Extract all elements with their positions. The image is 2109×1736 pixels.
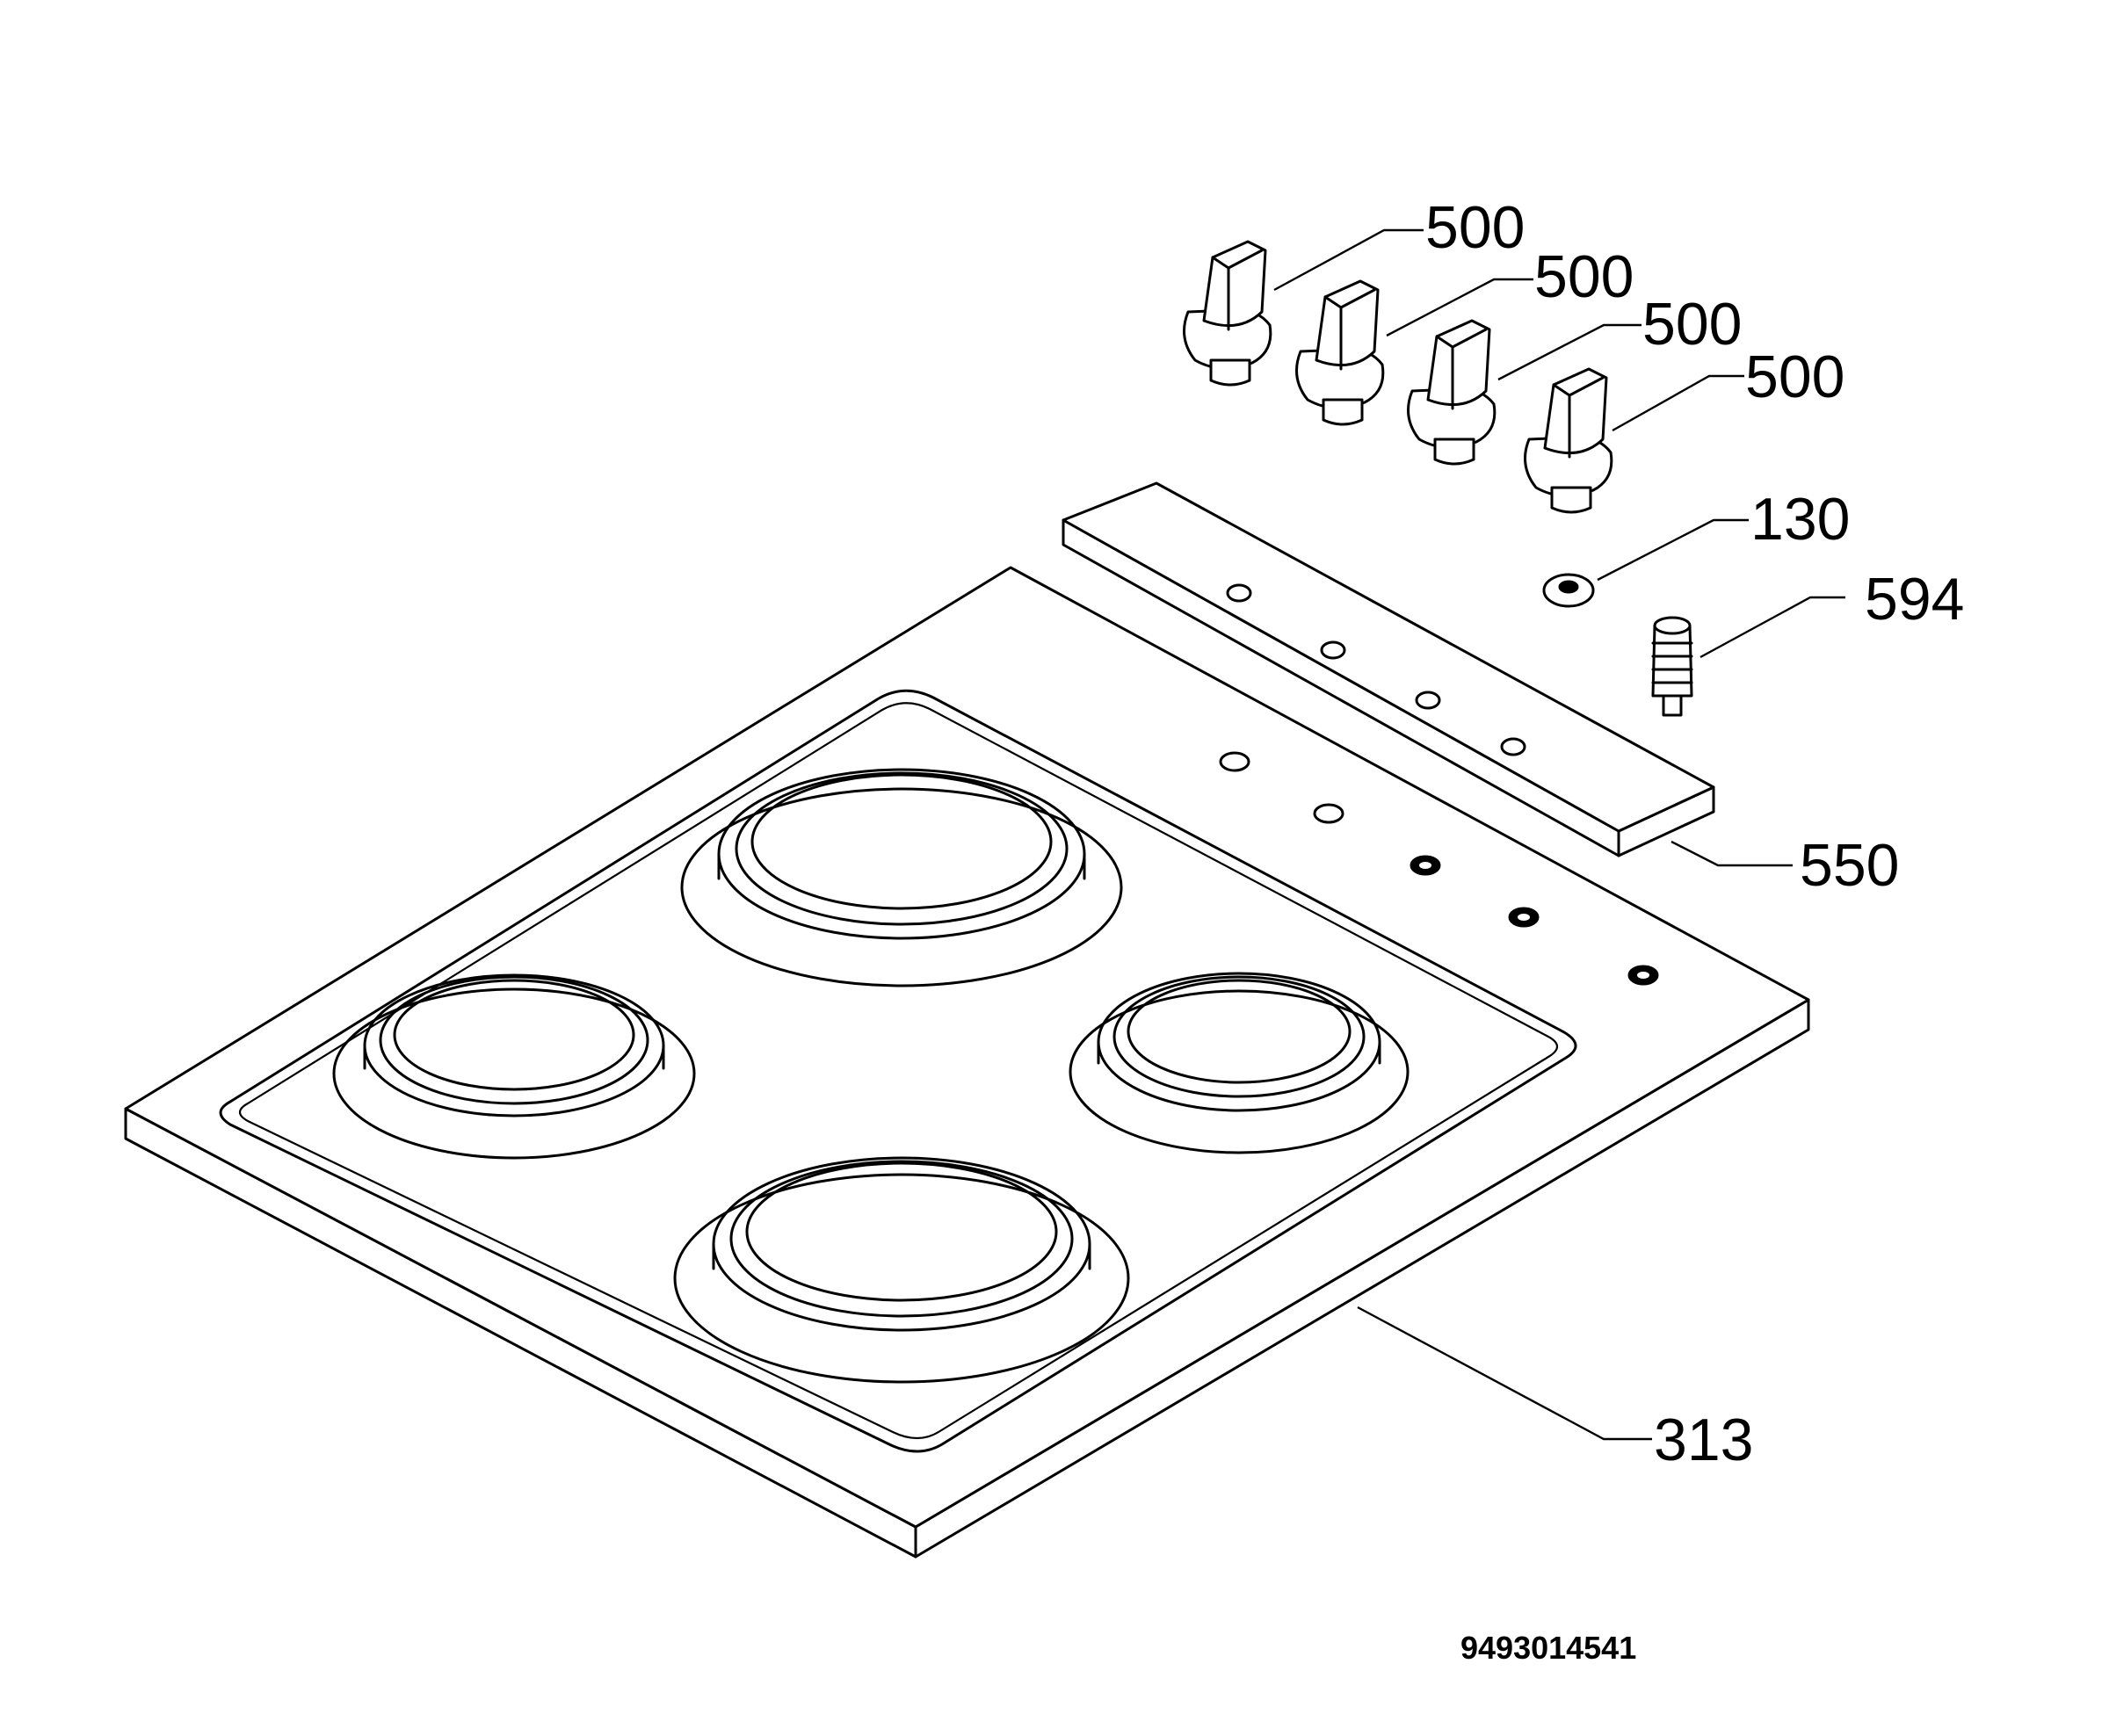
hob-control-holes	[1219, 751, 1659, 986]
control-knob-1	[1183, 240, 1272, 387]
washer	[1542, 573, 1595, 608]
leader-lines	[1273, 228, 1845, 1441]
control-knob-4	[1524, 367, 1613, 514]
hotplate-left	[332, 973, 696, 1160]
callout-knob-3: 500	[1642, 291, 1742, 358]
callout-igniter: 594	[1865, 566, 1964, 633]
igniter	[1651, 616, 1693, 717]
control-knob-3	[1407, 319, 1497, 466]
callout-control-panel: 550	[1800, 832, 1899, 899]
control-panel-strip	[1062, 481, 1715, 857]
callout-washer: 130	[1750, 486, 1850, 553]
callout-hob-top: 313	[1654, 1407, 1753, 1473]
document-number: 9493014541	[1460, 1630, 1636, 1666]
callout-knob-4: 500	[1745, 344, 1844, 410]
hob-top-plate	[124, 566, 1810, 1559]
hotplate-right	[1069, 972, 1410, 1154]
callout-knob-2: 500	[1534, 243, 1634, 310]
callout-knob-1: 500	[1425, 194, 1525, 261]
control-knob-2	[1295, 279, 1385, 426]
hotplate-front-large	[673, 1156, 1130, 1384]
hotplate-rear-large	[680, 768, 1123, 987]
